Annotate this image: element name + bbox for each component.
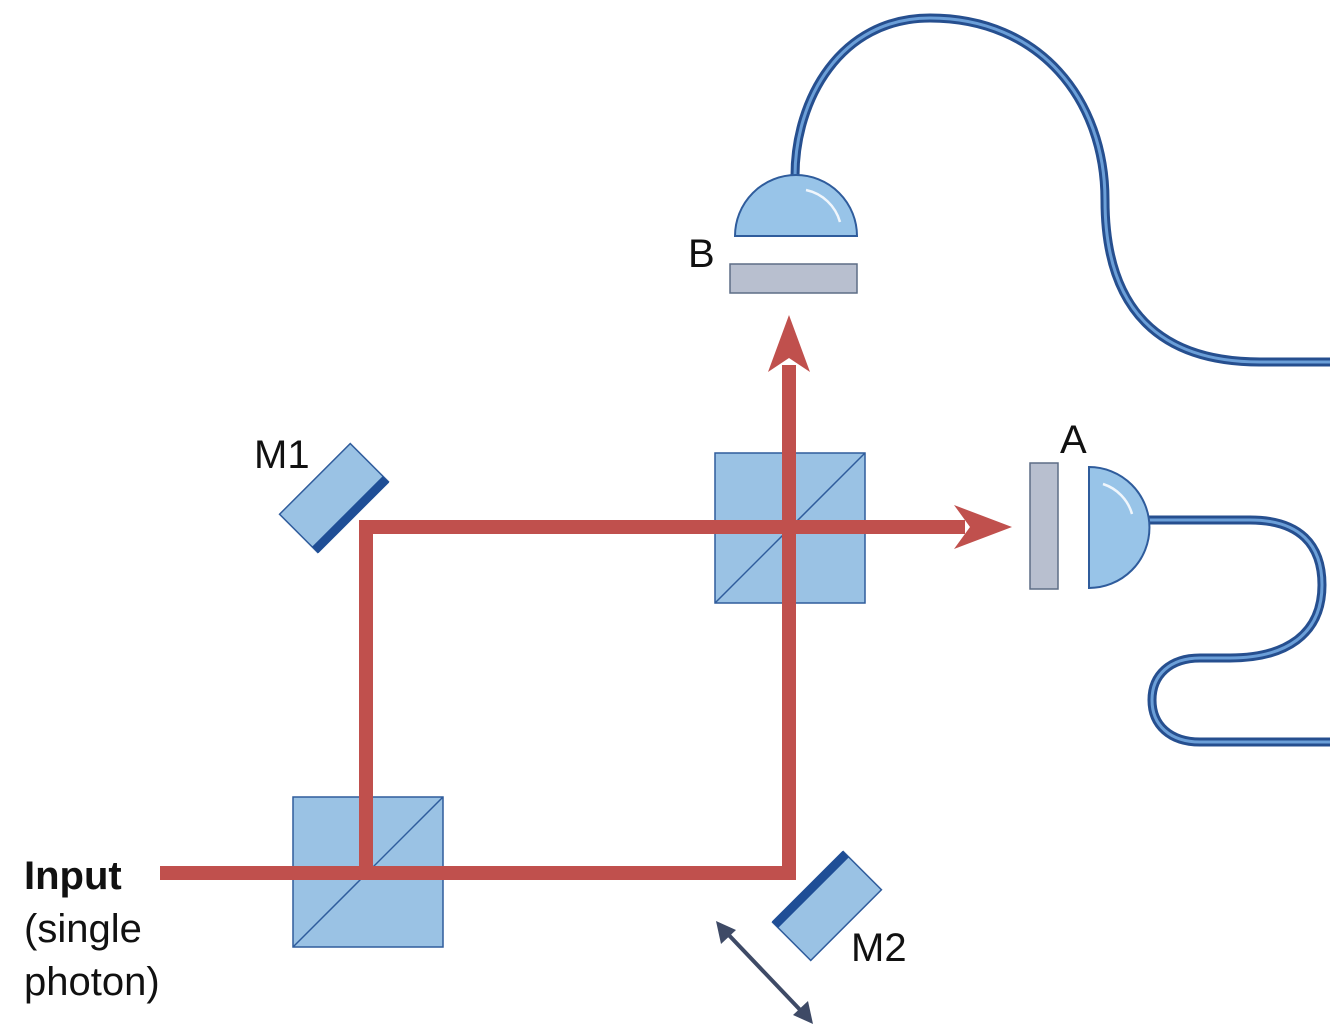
mirror-m2 bbox=[771, 850, 883, 962]
mirror-m1 bbox=[278, 442, 390, 554]
label-input-line1: (single bbox=[24, 907, 142, 951]
beam-arrowhead-to-b bbox=[768, 315, 810, 372]
beam-path bbox=[160, 365, 965, 880]
fiber-b bbox=[790, 13, 1330, 367]
label-m2: M2 bbox=[851, 926, 907, 970]
label-m1: M1 bbox=[254, 433, 310, 477]
beam-arrowhead-to-a bbox=[954, 505, 1012, 549]
detector-b bbox=[733, 174, 859, 237]
label-b: B bbox=[688, 232, 715, 276]
detector-a bbox=[1088, 465, 1151, 590]
label-input-title: Input bbox=[24, 854, 122, 898]
filter-a bbox=[1029, 462, 1059, 590]
fiber-a bbox=[1145, 515, 1330, 747]
double-arrow-icon bbox=[716, 921, 813, 1024]
label-a: A bbox=[1060, 418, 1087, 462]
filter-b bbox=[729, 263, 858, 294]
label-input-line2: photon) bbox=[24, 960, 160, 1004]
